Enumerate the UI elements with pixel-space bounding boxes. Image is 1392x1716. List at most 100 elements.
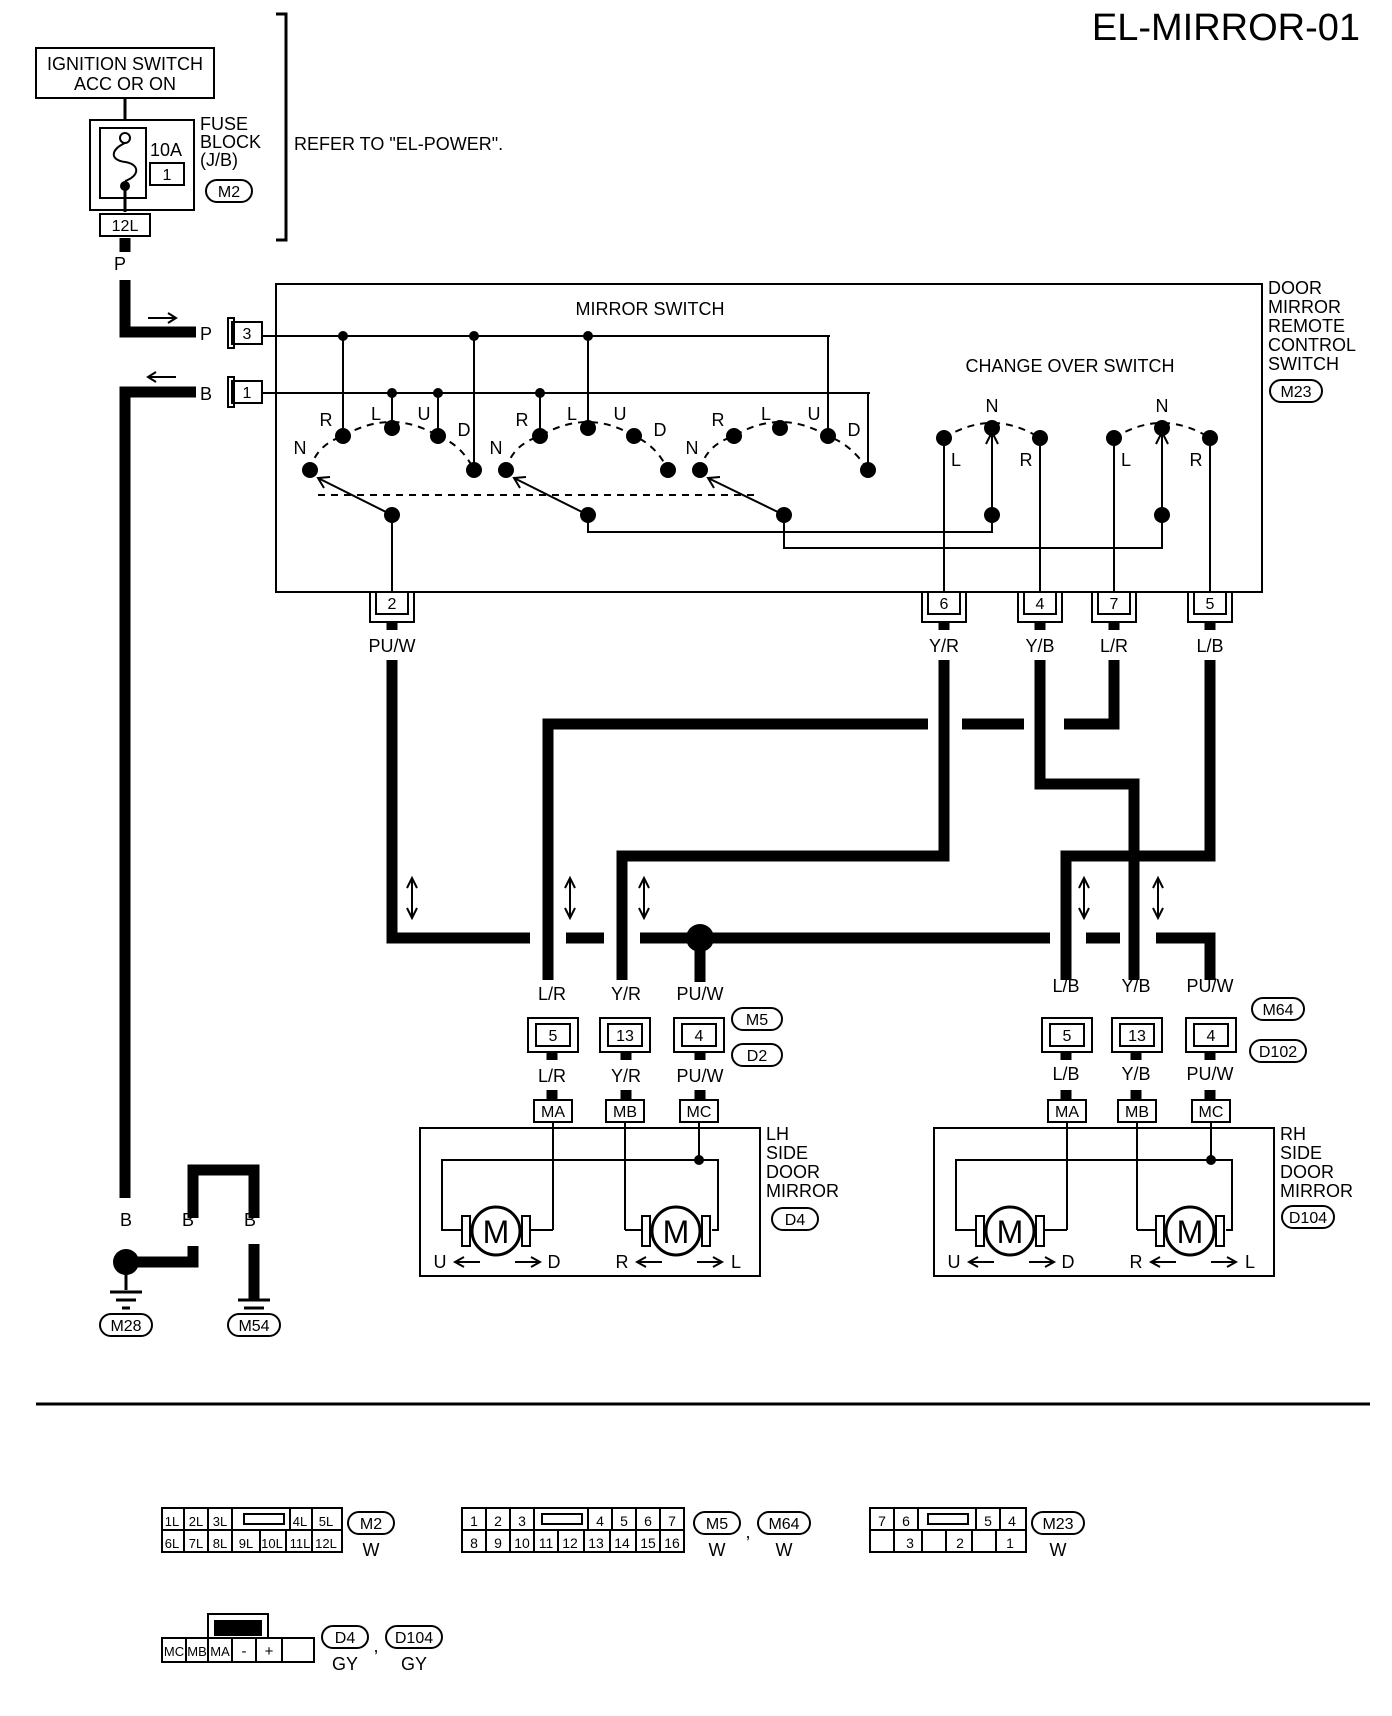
change-over-position-labels: N L R N L R bbox=[951, 396, 1203, 470]
svg-text:2: 2 bbox=[388, 596, 397, 613]
connector-view-m5: 1 2 3 4 5 6 7 8 9 10 11 12 13 14 15 16 M… bbox=[461, 1507, 811, 1560]
svg-text:N: N bbox=[490, 438, 503, 458]
svg-text:M23: M23 bbox=[1042, 1516, 1073, 1533]
harness-wires bbox=[386, 622, 1216, 982]
svg-text:L: L bbox=[951, 450, 961, 470]
svg-text:+: + bbox=[265, 1643, 274, 1660]
svg-text:N: N bbox=[1156, 396, 1169, 416]
connector-view-d4: MC MB MA - + D4 , D104 GY GY bbox=[161, 1613, 443, 1674]
svg-text:B: B bbox=[244, 1210, 256, 1230]
fuse-wire-label: P bbox=[114, 254, 126, 274]
svg-text:9L: 9L bbox=[239, 1536, 253, 1551]
svg-text:L: L bbox=[567, 404, 577, 424]
svg-text:1: 1 bbox=[470, 1513, 478, 1529]
svg-text:4: 4 bbox=[1036, 596, 1045, 613]
svg-text:B: B bbox=[120, 1210, 132, 1230]
connector-view-m23: 7 6 5 4 3 2 1 M23 W bbox=[869, 1507, 1085, 1560]
svg-text:DOOR: DOOR bbox=[1280, 1162, 1334, 1182]
svg-text:5L: 5L bbox=[319, 1514, 333, 1529]
svg-text:12: 12 bbox=[562, 1535, 578, 1551]
svg-text:6: 6 bbox=[644, 1513, 652, 1529]
svg-text:MB: MB bbox=[1125, 1104, 1149, 1121]
svg-text:,: , bbox=[745, 1522, 750, 1542]
svg-text:10: 10 bbox=[514, 1535, 530, 1551]
svg-text:MA: MA bbox=[541, 1104, 565, 1121]
rh-mirror-connectors: L/B Y/B PU/W 5 13 4 M64 D102 L/B Y/B PU/… bbox=[1041, 976, 1307, 1100]
rh-conn-d102: D102 bbox=[1259, 1044, 1297, 1061]
terminal-4: 4 Y/B bbox=[1017, 591, 1063, 656]
svg-text:L: L bbox=[371, 404, 381, 424]
ground-wire-b bbox=[119, 386, 196, 1198]
svg-text:W: W bbox=[776, 1540, 793, 1560]
ref-bracket bbox=[276, 12, 288, 242]
power-wire-p bbox=[119, 238, 196, 338]
svg-text:R: R bbox=[1190, 450, 1203, 470]
svg-text:GY: GY bbox=[332, 1654, 358, 1674]
input-wire-p-label: P bbox=[200, 324, 212, 344]
lh-conn-d2: D2 bbox=[747, 1048, 768, 1065]
svg-text:R: R bbox=[516, 410, 529, 430]
ignition-label-line1: IGNITION SWITCH bbox=[47, 54, 203, 74]
svg-text:6: 6 bbox=[902, 1513, 910, 1529]
svg-text:MIRROR: MIRROR bbox=[766, 1181, 839, 1201]
fuse-block-label-line1: FUSE bbox=[200, 114, 248, 134]
svg-text:2L: 2L bbox=[189, 1514, 203, 1529]
svg-text:Y/B: Y/B bbox=[1025, 636, 1054, 656]
svg-text:B: B bbox=[182, 1210, 194, 1230]
svg-text:L/R: L/R bbox=[1100, 636, 1128, 656]
svg-text:3: 3 bbox=[906, 1535, 914, 1551]
svg-text:13: 13 bbox=[588, 1535, 604, 1551]
svg-text:MC: MC bbox=[1199, 1104, 1224, 1121]
svg-text:Y/R: Y/R bbox=[929, 636, 959, 656]
fuse-block-label-line3: (J/B) bbox=[200, 150, 238, 170]
terminal-5: 5 L/B bbox=[1187, 591, 1233, 656]
svg-text:N: N bbox=[986, 396, 999, 416]
terminal-6: 6 Y/R bbox=[921, 591, 967, 656]
svg-text:8L: 8L bbox=[213, 1536, 227, 1551]
svg-text:PU/W: PU/W bbox=[1187, 976, 1234, 996]
svg-text:15: 15 bbox=[640, 1535, 656, 1551]
fuse-block: 10A 1 FUSE BLOCK (J/B) M2 bbox=[89, 114, 261, 211]
svg-text:MA: MA bbox=[1055, 1104, 1079, 1121]
fuse-block-conn-oval bbox=[205, 179, 253, 203]
svg-text:M: M bbox=[997, 1214, 1024, 1250]
fuse-block-label-line2: BLOCK bbox=[200, 132, 261, 152]
terminal-2: 2 PU/W bbox=[369, 591, 416, 656]
svg-text:9: 9 bbox=[494, 1535, 502, 1551]
svg-text:L: L bbox=[1245, 1252, 1255, 1272]
svg-text:L: L bbox=[731, 1252, 741, 1272]
svg-text:REMOTE: REMOTE bbox=[1268, 316, 1345, 336]
svg-text:7: 7 bbox=[1110, 596, 1119, 613]
svg-text:L/R: L/R bbox=[538, 1066, 566, 1086]
remote-switch-bottom-terminals: 2 PU/W 6 Y/R 4 Y/B 7 L/R 5 L/B bbox=[369, 591, 1233, 656]
svg-text:L/B: L/B bbox=[1196, 636, 1223, 656]
ground-m54: M54 bbox=[238, 1318, 269, 1335]
svg-text:U: U bbox=[418, 404, 431, 424]
svg-text:MA: MA bbox=[210, 1644, 230, 1659]
svg-text:D: D bbox=[458, 420, 471, 440]
svg-text:W: W bbox=[363, 1540, 380, 1560]
fuse-out-terminal-label: 12L bbox=[112, 218, 139, 235]
mirror-switch-position-labels: N R L U D N R L U D N R L U D bbox=[294, 404, 861, 458]
remote-control-switch: MIRROR SWITCH CHANGE OVER SWITCH 3 1 bbox=[227, 283, 1263, 593]
fuse-block-conn-id: M2 bbox=[218, 184, 240, 201]
svg-text:M: M bbox=[663, 1214, 690, 1250]
svg-text:PU/W: PU/W bbox=[369, 636, 416, 656]
svg-text:R: R bbox=[712, 410, 725, 430]
svg-text:16: 16 bbox=[664, 1535, 680, 1551]
lh-conn-m5: M5 bbox=[746, 1012, 768, 1029]
terminal-7: 7 L/R bbox=[1091, 591, 1137, 656]
svg-text:1L: 1L bbox=[165, 1514, 179, 1529]
svg-text:D104: D104 bbox=[395, 1630, 433, 1647]
rh-mirror-conn-id: D104 bbox=[1289, 1210, 1327, 1227]
svg-text:4: 4 bbox=[1207, 1028, 1216, 1045]
svg-text:M5: M5 bbox=[706, 1516, 728, 1533]
svg-text:M: M bbox=[483, 1214, 510, 1250]
svg-text:13: 13 bbox=[1128, 1028, 1146, 1045]
svg-text:5: 5 bbox=[1063, 1028, 1072, 1045]
lh-side-door-mirror: MA MB MC M M U D R L bbox=[419, 1099, 761, 1277]
svg-text:4L: 4L bbox=[293, 1514, 307, 1529]
svg-text:L/B: L/B bbox=[1052, 1064, 1079, 1084]
rh-conn-m64: M64 bbox=[1262, 1002, 1293, 1019]
